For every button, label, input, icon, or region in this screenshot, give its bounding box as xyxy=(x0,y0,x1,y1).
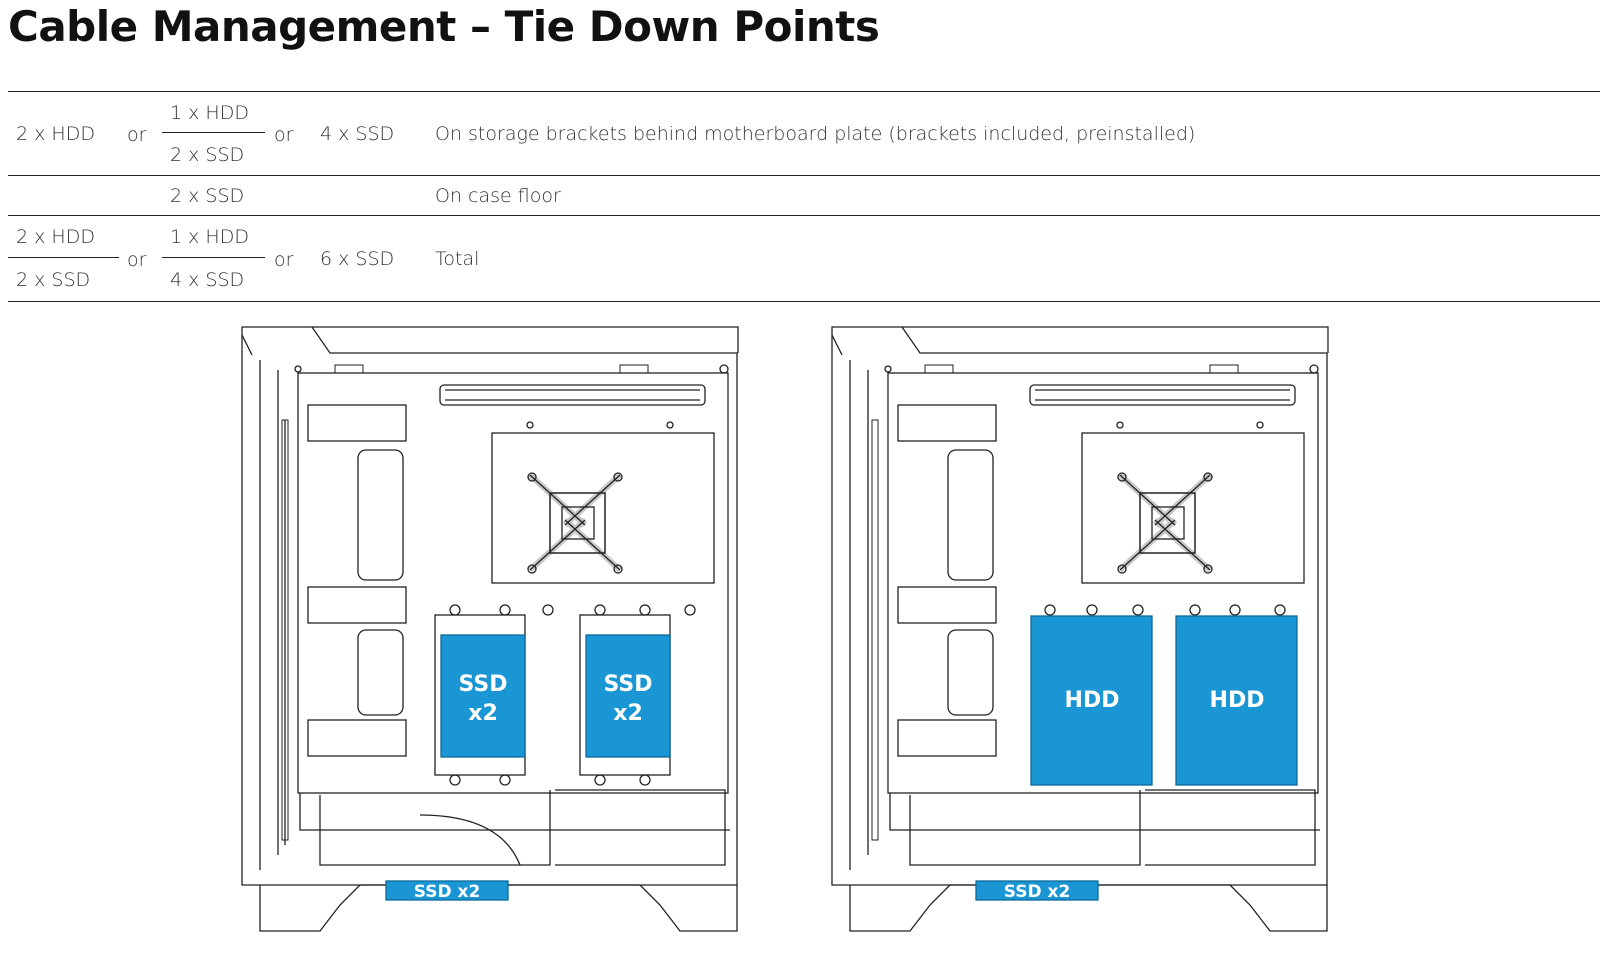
row3-col3: 6 x SSD xyxy=(320,248,395,270)
ssd-bay-2-label-line1: SSD xyxy=(604,672,653,697)
ssd-bay-2-label-line2: x2 xyxy=(613,701,643,726)
hdd-bay-2 xyxy=(1175,615,1298,786)
ssd-bay-2 xyxy=(585,634,671,758)
hdd-bay-1 xyxy=(1030,615,1153,786)
table-row-rule xyxy=(8,215,1600,216)
cpu-socket-bracket xyxy=(1117,472,1213,574)
row3-col2-top: 1 x HDD xyxy=(170,226,249,248)
row3-col2-fraction-line xyxy=(162,257,265,258)
row1-col3: 4 x SSD xyxy=(320,123,395,145)
floor-ssd-bay xyxy=(385,880,509,901)
cable-grommets xyxy=(307,404,407,757)
case-diagram-hdd: HDD HDD SSD x2 xyxy=(831,326,1329,932)
row1-col2-top: 1 x HDD xyxy=(170,102,249,124)
row3-or2: or xyxy=(274,249,294,271)
row3-col1-fraction-line xyxy=(8,257,119,258)
row1-or1: or xyxy=(127,124,147,146)
table-bottom-rule xyxy=(8,301,1600,302)
row2-description: On case floor xyxy=(435,185,561,207)
ssd-bay-1-label-line1: SSD xyxy=(459,672,508,697)
cable-grommets xyxy=(897,404,997,757)
row2-col2: 2 x SSD xyxy=(170,185,245,207)
case-diagram-ssd: SSD x2 SSD x2 SSD x2 xyxy=(241,326,739,932)
page-title: Cable Management – Tie Down Points xyxy=(8,2,880,51)
row1-col1: 2 x HDD xyxy=(16,123,95,145)
floor-ssd-label: SSD x2 xyxy=(1004,882,1071,902)
motherboard-tray xyxy=(294,364,730,831)
psu-shroud xyxy=(319,789,726,866)
row3-col2-bottom: 4 x SSD xyxy=(170,269,245,291)
hdd-bay-2-label: HDD xyxy=(1210,688,1265,713)
row3-or1: or xyxy=(127,249,147,271)
cpu-socket-bracket xyxy=(527,472,623,574)
hdd-bracket-outlines xyxy=(1044,604,1286,616)
row1-description: On storage brackets behind motherboard p… xyxy=(435,123,1196,145)
ssd-bay-1-label-line2: x2 xyxy=(468,701,498,726)
row3-col1-bottom: 2 x SSD xyxy=(16,269,91,291)
motherboard-tray xyxy=(884,364,1320,831)
floor-ssd-label: SSD x2 xyxy=(414,882,481,902)
case-outline xyxy=(241,326,739,886)
hdd-bay-1-label: HDD xyxy=(1065,688,1120,713)
table-top-rule xyxy=(8,91,1600,92)
row3-description: Total xyxy=(435,248,480,270)
row1-col2-bottom: 2 x SSD xyxy=(170,144,245,166)
ssd-bay-1 xyxy=(440,634,526,758)
row3-col1-top: 2 x HDD xyxy=(16,226,95,248)
row1-fraction-line xyxy=(162,132,265,133)
table-row-rule xyxy=(8,175,1600,176)
psu-shroud xyxy=(909,789,1316,866)
case-outline xyxy=(831,326,1329,886)
row1-or2: or xyxy=(274,124,294,146)
floor-ssd-bay xyxy=(975,880,1099,901)
